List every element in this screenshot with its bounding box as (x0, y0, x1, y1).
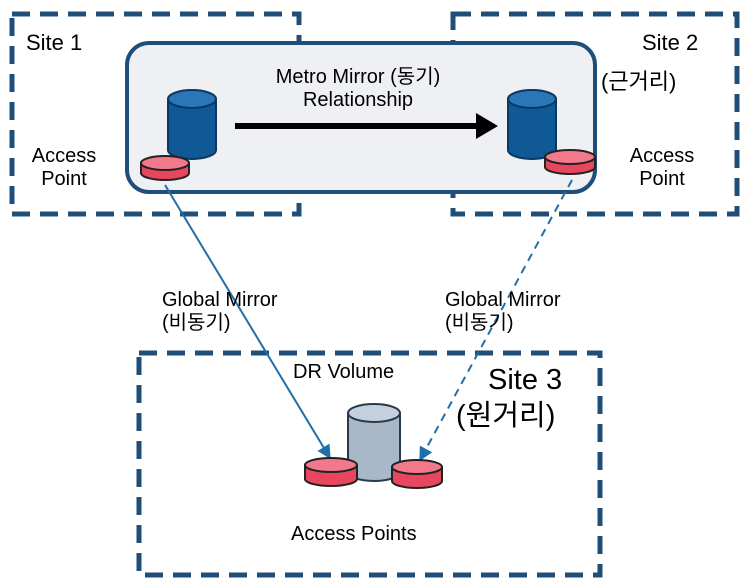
site3-distance: (원거리) (456, 400, 556, 432)
site3-access-points-label: Access Points (291, 523, 417, 545)
global-mirror-right-line1: Global Mirror (445, 289, 561, 311)
site1-access-point-icon (140, 155, 190, 181)
site2-access-point-icon (544, 149, 596, 175)
metro-mirror-line1: Metro Mirror (동기) (275, 66, 441, 88)
site2-access-line2: Point (639, 168, 685, 190)
site3-access-point-left-icon (304, 457, 358, 487)
global-mirror-link-right (419, 179, 573, 462)
global-mirror-link-left (164, 184, 331, 460)
site3-access-point-right-icon (391, 459, 443, 489)
site1-volume-icon (167, 89, 217, 160)
site3-box (136, 350, 603, 578)
site2-access-point-label: Access Point (622, 145, 702, 191)
site2-distance: (근거리) (601, 69, 677, 94)
dr-volume-label: DR Volume (293, 361, 395, 383)
site1-box (9, 11, 302, 217)
metro-mirror-label: Metro Mirror (동기) Relationship (249, 66, 467, 112)
metro-mirror-panel (125, 41, 597, 194)
site1-access-point-label: Access Point (28, 145, 100, 191)
metro-mirror-arrowhead (476, 113, 498, 139)
global-mirror-left-label: Global Mirror (비동기) (162, 289, 278, 335)
global-mirror-left-line2: (비동기) (162, 312, 231, 334)
site2-volume-icon (507, 89, 557, 160)
global-mirror-right-line2: (비동기) (445, 312, 514, 334)
global-mirror-left-line1: Global Mirror (162, 289, 278, 311)
metro-mirror-line2: Relationship (302, 89, 414, 111)
site2-access-line1: Access (629, 145, 695, 167)
site1-access-line2: Point (41, 168, 87, 190)
site3-title: Site 3 (488, 364, 563, 396)
site2-title: Site 2 (642, 30, 699, 55)
site1-access-line1: Access (31, 145, 97, 167)
site1-title: Site 1 (26, 30, 83, 55)
global-mirror-right-label: Global Mirror (비동기) (445, 289, 561, 335)
